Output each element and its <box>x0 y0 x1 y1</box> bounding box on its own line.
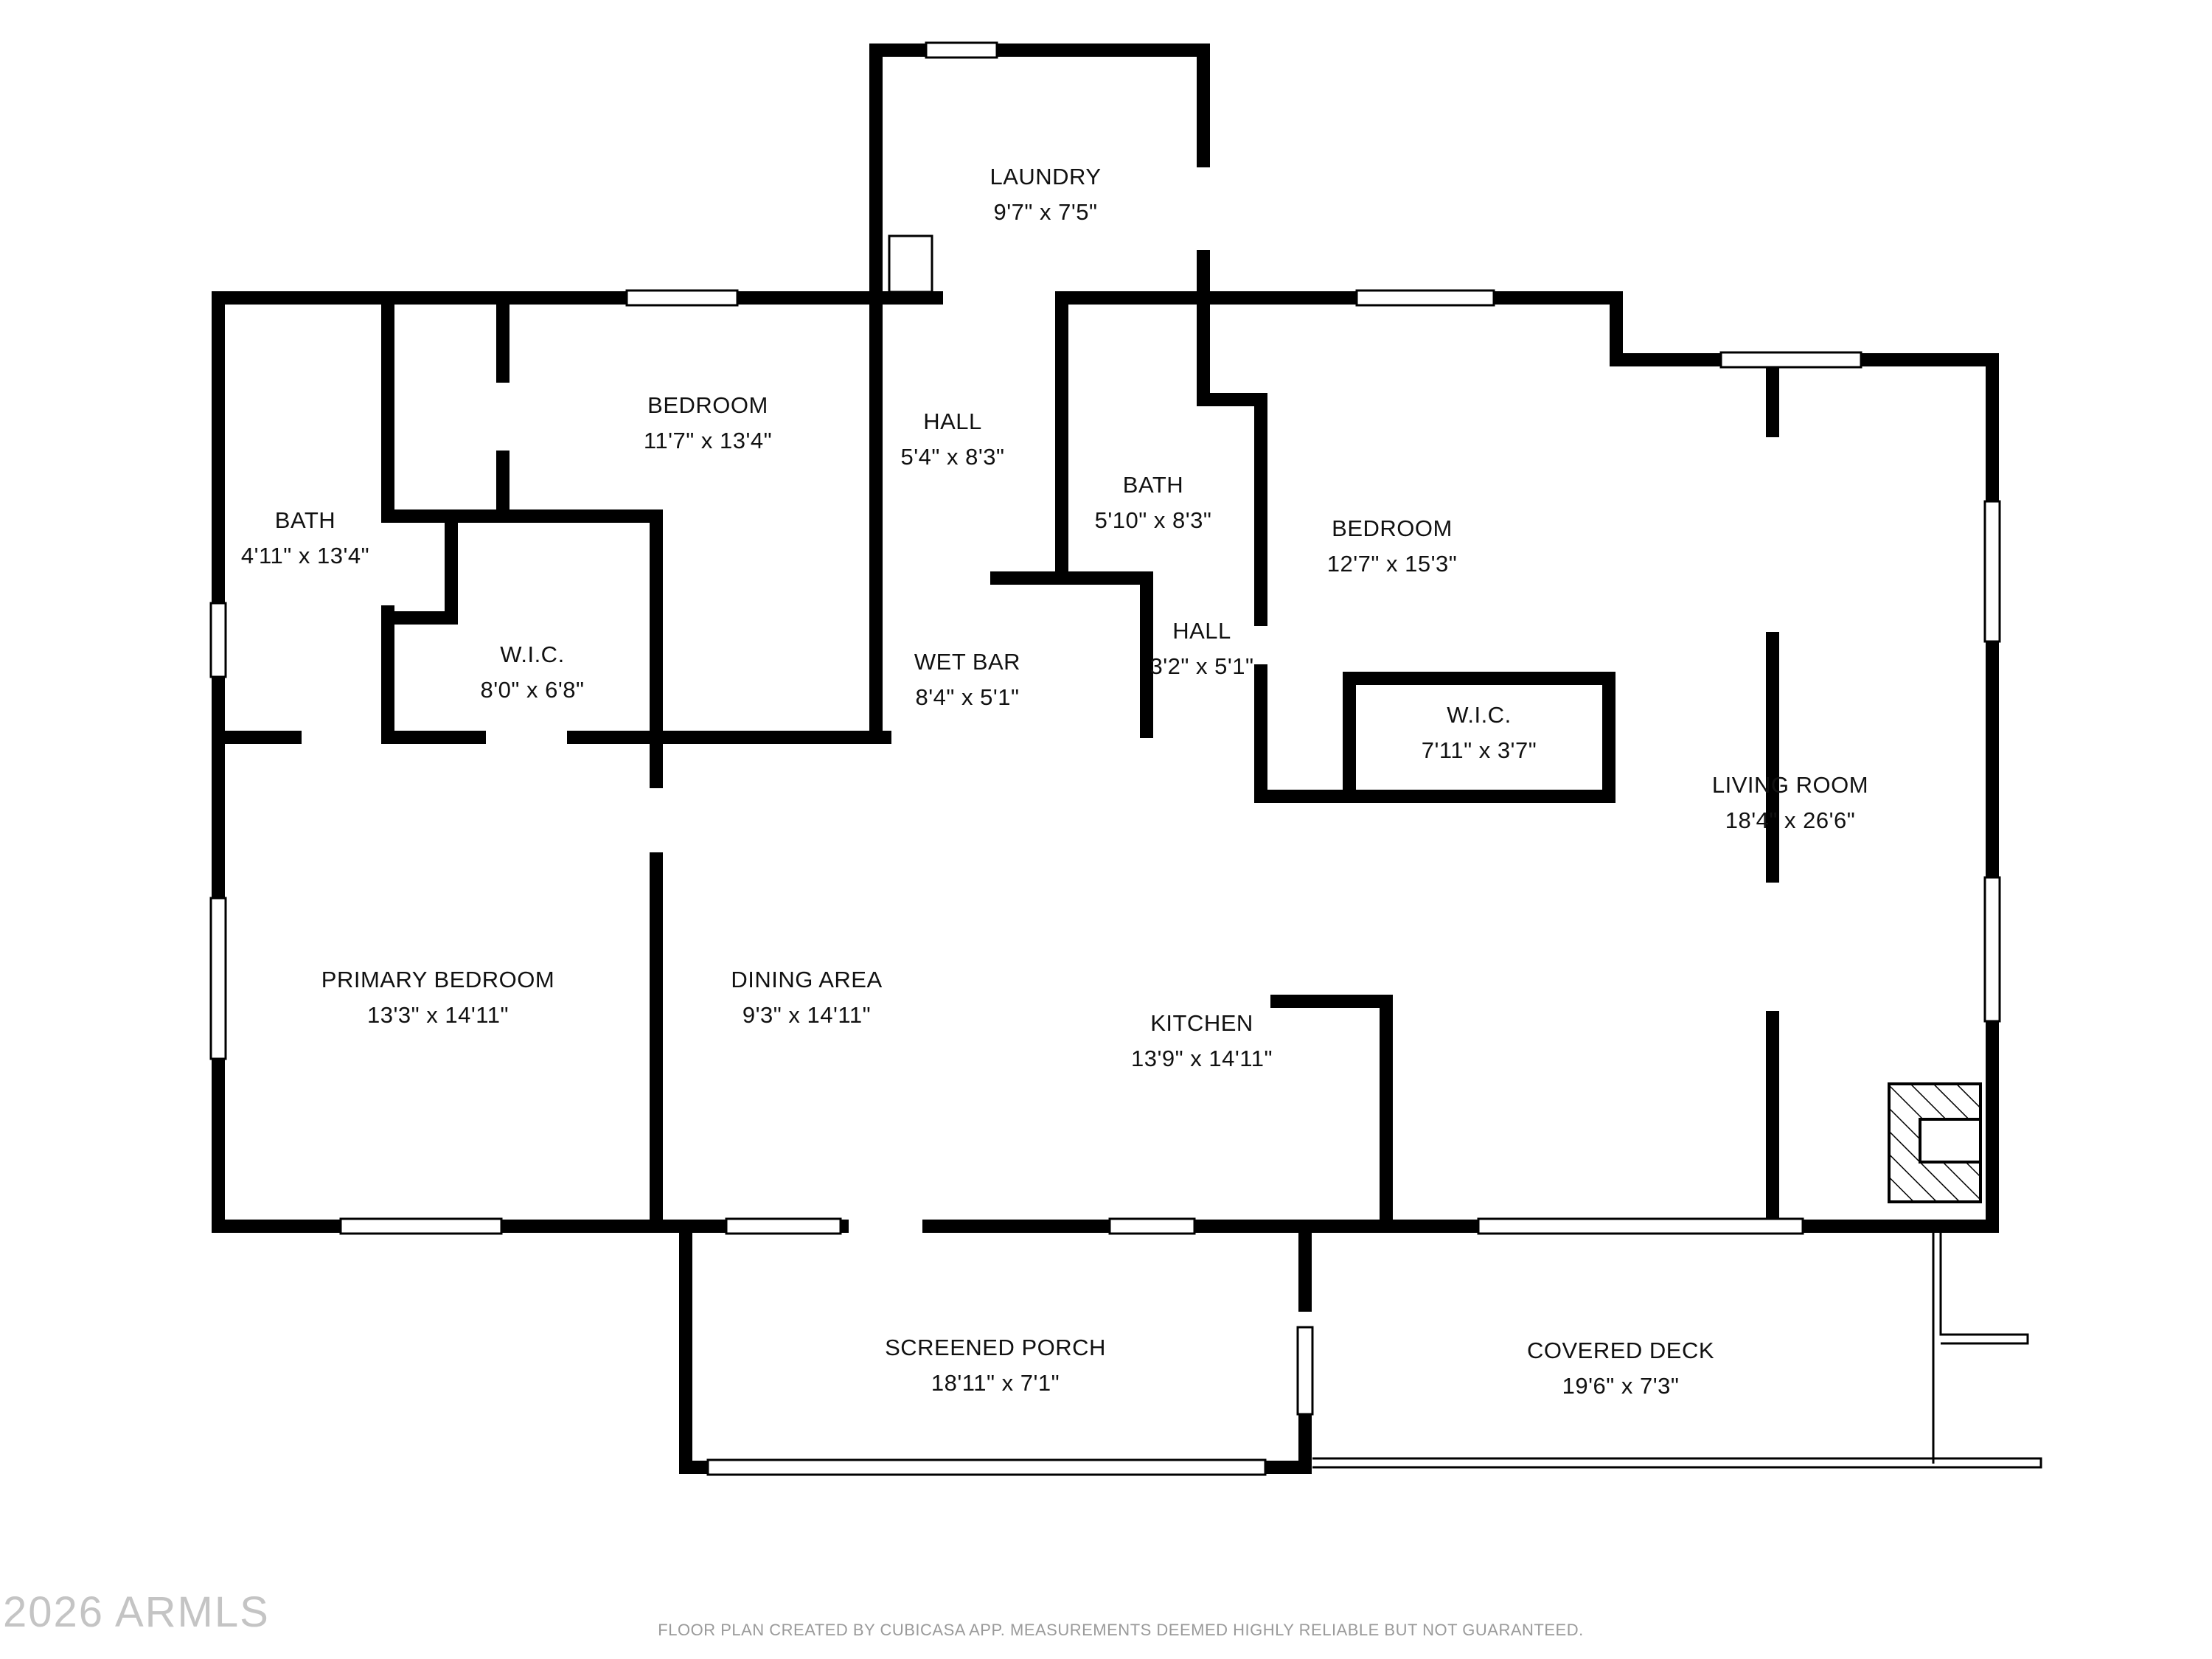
hall-bath-walls <box>990 291 1615 803</box>
top-wall-top <box>212 291 1779 1233</box>
window-living-right-1 <box>1983 500 2001 643</box>
fireplace <box>1888 1082 1982 1203</box>
living-room-dims: 18'4" x 26'6" <box>1725 807 1856 833</box>
covered-deck-name: COVERED DECK <box>1527 1338 1714 1363</box>
kitchen-island <box>1270 995 1393 1233</box>
window-dining-bottom <box>725 1217 842 1235</box>
dining-area-dims: 9'3" x 14'11" <box>742 1002 871 1028</box>
hall-upper-dims: 5'4" x 8'3" <box>900 444 1004 470</box>
left-bath-partition <box>212 291 891 744</box>
bath-middle-dims: 5'10" x 8'3" <box>1095 507 1212 533</box>
wet-bar-dims: 8'4" x 5'1" <box>915 684 1019 710</box>
bedroom-right-name: BEDROOM <box>1332 515 1453 541</box>
bath-left-name: BATH <box>275 507 335 533</box>
living-room-name: LIVING ROOM <box>1712 772 1868 798</box>
wic-right-dims: 7'11" x 3'7" <box>1422 737 1537 763</box>
bath-middle-name: BATH <box>1123 472 1183 498</box>
laundry-name: LAUNDRY <box>990 164 1101 189</box>
wet-bar-name: WET BAR <box>914 649 1020 675</box>
bedroom-upper-left-name: BEDROOM <box>647 392 768 418</box>
laundry-walls <box>869 44 1210 305</box>
window-living-right-2 <box>1983 876 2001 1023</box>
bedroom-right-wall <box>738 291 883 744</box>
hall-small-dims: 3'2" x 5'1" <box>1150 653 1253 679</box>
wic-left-walls <box>381 291 663 744</box>
top-wall-left <box>212 291 654 1233</box>
laundry-dims: 9'7" x 7'5" <box>993 199 1097 225</box>
bedroom-upper-left-dims: 11'7" x 13'4" <box>644 428 772 453</box>
window-primary-left <box>209 897 227 1060</box>
window-bedroom-top <box>625 289 739 307</box>
kitchen-name: KITCHEN <box>1150 1010 1253 1036</box>
deck-railing <box>1312 1226 2042 1469</box>
screened-porch-dims: 18'11" x 7'1" <box>931 1370 1060 1396</box>
bath-left-dims: 4'11" x 13'4" <box>241 543 369 568</box>
porch-walls <box>679 1220 1312 1474</box>
wic-right-name: W.I.C. <box>1447 702 1511 728</box>
window-laundry-top <box>925 41 998 59</box>
room-labels: LAUNDRY 9'7" x 7'5" BEDROOM 11'7" x 13'4… <box>241 164 1868 1399</box>
window-living-top <box>1719 351 1863 369</box>
window-bath-left <box>209 602 227 678</box>
window-primary-bottom <box>339 1217 503 1235</box>
hall-small-name: HALL <box>1172 618 1231 644</box>
window-porch-bottom <box>706 1458 1267 1476</box>
wic-left-dims: 8'0" x 6'8" <box>480 677 584 703</box>
window-bedroom-right-top <box>1355 289 1495 307</box>
hall-upper-name: HALL <box>923 408 982 434</box>
window-porch-right <box>1296 1326 1314 1416</box>
screened-porch-name: SCREENED PORCH <box>885 1335 1106 1360</box>
dining-area-name: DINING AREA <box>731 967 882 992</box>
laundry-utility-box <box>888 234 933 293</box>
bedroom-right-dims: 12'7" x 15'3" <box>1327 551 1458 577</box>
wic-left-name: W.I.C. <box>500 641 564 667</box>
window-kitchen-bottom <box>1108 1217 1196 1235</box>
watermark: 2026 ARMLS <box>3 1588 270 1636</box>
disclaimer: FLOOR PLAN CREATED BY CUBICASA APP. MEAS… <box>658 1621 1583 1639</box>
primary-bedroom-name: PRIMARY BEDROOM <box>321 967 554 992</box>
window-living-bottom <box>1477 1217 1804 1235</box>
windows <box>209 41 2001 1476</box>
primary-bedroom-dims: 13'3" x 14'11" <box>367 1002 509 1028</box>
walls <box>212 44 1999 1474</box>
covered-deck-dims: 19'6" x 7'3" <box>1562 1373 1680 1399</box>
kitchen-dims: 13'9" x 14'11" <box>1131 1046 1273 1071</box>
